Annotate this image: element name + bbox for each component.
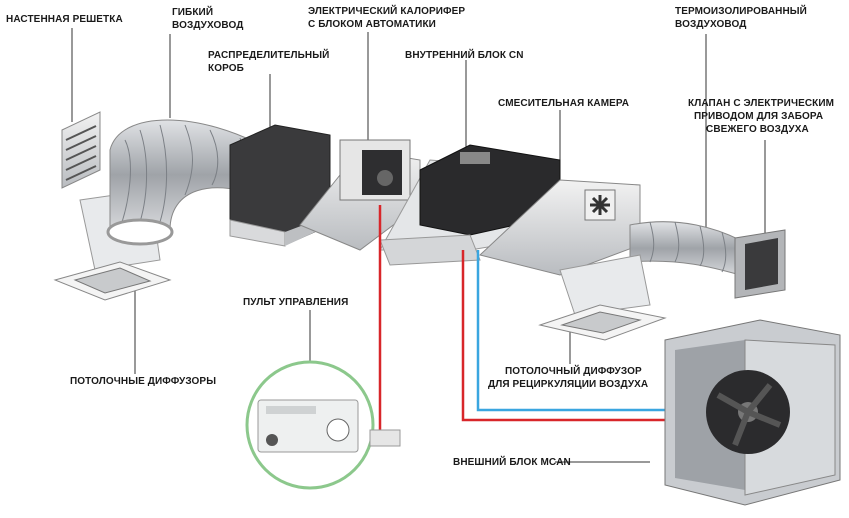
label-distribution-box-line1: РАСПРЕДЕЛИТЕЛЬНЫЙ <box>208 50 330 61</box>
electric-heater <box>299 139 421 251</box>
label-recirc-diffuser-line2: ДЛЯ РЕЦИРКУЛЯЦИИ ВОЗДУХА <box>488 379 649 390</box>
label-heater-line1: ЭЛЕКТРИЧЕСКИЙ КАЛОРИФЕР <box>308 6 466 17</box>
ceiling-diffuser-recirculation <box>538 254 667 341</box>
remote-control <box>245 360 401 490</box>
outdoor-unit-mcan <box>664 319 841 506</box>
label-damper-line1: КЛАПАН С ЭЛЕКТРИЧЕСКИМ <box>688 98 835 109</box>
leader-lines <box>71 28 766 463</box>
wall-grille <box>61 111 101 189</box>
fresh-air-damper <box>734 229 786 299</box>
label-indoor-unit: ВНУТРЕННИЙ БЛОК CN <box>405 50 524 61</box>
label-ceiling-diffusers: ПОТОЛОЧНЫЕ ДИФФУЗОРЫ <box>70 376 217 387</box>
label-outdoor-unit: ВНЕШНИЙ БЛОК MCAN <box>453 457 571 468</box>
label-damper-line3: СВЕЖЕГО ВОЗДУХА <box>706 124 809 135</box>
label-wall-grille: НАСТЕННАЯ РЕШЕТКА <box>6 14 123 25</box>
label-damper-line2: ПРИВОДОМ ДЛЯ ЗАБОРА <box>694 111 824 122</box>
refrigerant-pipes <box>378 205 680 430</box>
label-insulated-duct-line2: ВОЗДУХОВОД <box>675 19 747 30</box>
label-heater-line2: С БЛОКОМ АВТОМАТИКИ <box>308 19 436 30</box>
label-mixing-chamber: СМЕСИТЕЛЬНАЯ КАМЕРА <box>498 98 630 109</box>
label-remote-control: ПУЛЬТ УПРАВЛЕНИЯ <box>243 297 349 308</box>
label-insulated-duct-line1: ТЕРМОИЗОЛИРОВАННЫЙ <box>675 6 807 17</box>
insulated-duct <box>629 221 741 276</box>
label-flex-duct-line1: ГИБКИЙ <box>172 7 214 18</box>
label-flex-duct-line2: ВОЗДУХОВОД <box>172 20 244 31</box>
label-distribution-box-line2: КОРОБ <box>208 63 244 74</box>
label-recirc-diffuser-line1: ПОТОЛОЧНЫЙ ДИФФУЗОР <box>505 366 642 377</box>
mixing-chamber <box>478 179 641 276</box>
